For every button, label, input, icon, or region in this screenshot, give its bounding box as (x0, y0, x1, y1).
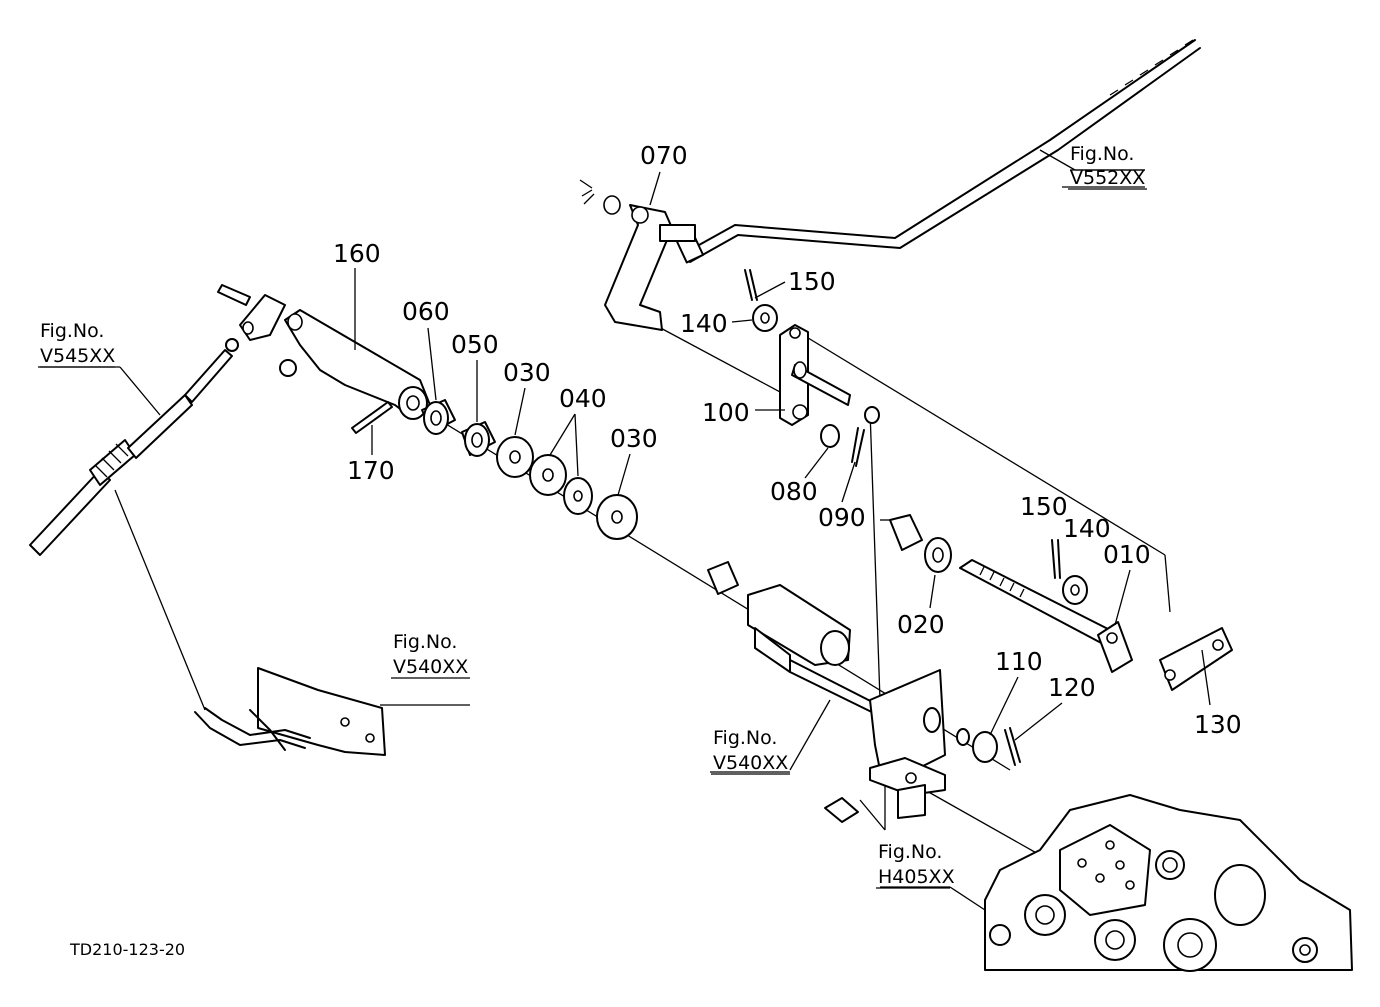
part-090: 090 (818, 503, 866, 532)
part-080: 080 (770, 477, 818, 506)
clip-120 (1004, 727, 1021, 766)
bracket-left (194, 667, 386, 756)
drawing-code: TD210-123-20 (69, 940, 185, 959)
fig-ref-h405: H405XX (878, 866, 955, 888)
fig-label-v545: Fig.No. (40, 320, 104, 342)
part-100: 100 (702, 398, 750, 427)
fig-ref-v540-left: V540XX (393, 656, 468, 678)
axis-parts (421, 399, 739, 595)
collar-small (864, 406, 880, 424)
fig-label-v552: Fig.No. (1070, 143, 1134, 165)
shaft-010 (959, 559, 1133, 673)
fig-ref-v552: V552XX (1070, 167, 1145, 189)
part-040: 040 (559, 384, 607, 413)
part-020: 020 (897, 610, 945, 639)
fig-label-v540-center: Fig.No. (713, 727, 777, 749)
washer-110 (972, 731, 998, 763)
pin-170 (351, 401, 393, 434)
part-150-upper: 150 (788, 267, 836, 296)
cotter-pin-150b (1051, 539, 1061, 579)
part-160: 160 (333, 239, 381, 268)
fig-label-h405: Fig.No. (878, 841, 942, 863)
part-number-labels: 070 160 150 140 060 050 030 040 030 100 … (333, 141, 1242, 739)
bellcrank-070 (579, 179, 696, 331)
part-150-lower: 150 (1020, 492, 1068, 521)
fig-ref-v545: V545XX (40, 345, 115, 367)
lever-arm-160 (284, 309, 431, 420)
part-010: 010 (1103, 540, 1151, 569)
part-060: 060 (402, 297, 450, 326)
label-pointers (354, 171, 1211, 741)
fig-label-v540-left: Fig.No. (393, 631, 457, 653)
control-cable (29, 284, 297, 556)
part-140-upper: 140 (680, 309, 728, 338)
part-030-upper: 030 (503, 358, 551, 387)
part-050: 050 (451, 330, 499, 359)
part-110: 110 (995, 647, 1043, 676)
washer-080 (820, 424, 840, 448)
valve-body (984, 794, 1353, 972)
part-070: 070 (640, 141, 688, 170)
center-tube (747, 514, 952, 823)
part-140-lower: 140 (1063, 514, 1111, 543)
part-170: 170 (347, 456, 395, 485)
plate-100 (779, 324, 851, 426)
clip-090 (851, 427, 865, 467)
collar-110a (956, 728, 970, 746)
fig-ref-v540-center: V540XX (713, 752, 788, 774)
cotter-pin-150a (744, 269, 758, 301)
part-030-lower: 030 (610, 424, 658, 453)
figure-references: Fig.No. V552XX Fig.No. V545XX Fig.No. V5… (38, 143, 1147, 889)
part-130: 130 (1194, 710, 1242, 739)
part-120: 120 (1048, 673, 1096, 702)
arm-130 (1159, 627, 1233, 691)
